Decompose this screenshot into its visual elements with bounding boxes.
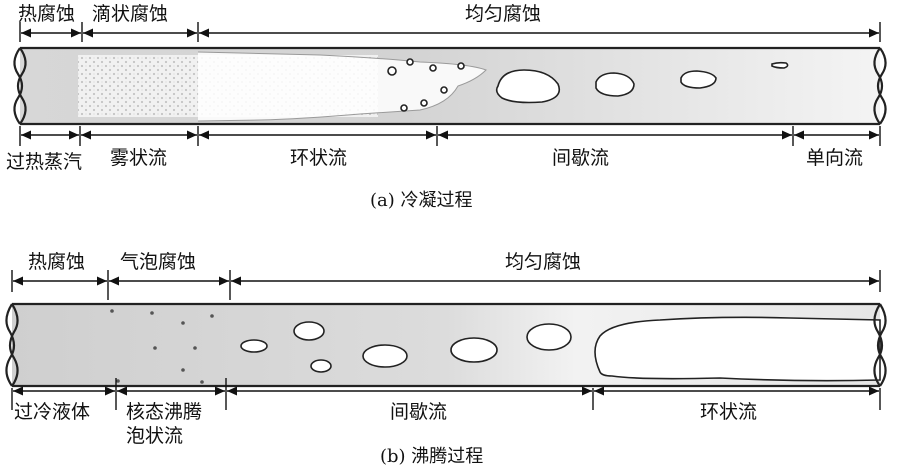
condensation-single-phase-flow-label: 单向流 [806,147,863,169]
boiling-panel: 热腐蚀 气泡腐蚀 均匀腐蚀 [5,251,887,467]
condensation-superheated-vapor-label: 过热蒸汽 [6,151,82,173]
boiling-bubbly-flow-label: 泡状流 [126,425,183,447]
boiling-caption: (b) 沸腾过程 [380,446,483,467]
condensation-intermittent-flow-label: 间歇流 [552,147,609,169]
boiling-flow-dimension [11,378,881,410]
boiling-corrosion-dimension [11,270,881,300]
boiling-bubble-corrosion-label: 气泡腐蚀 [120,251,196,273]
boiling-pipe [5,302,887,388]
boiling-nucleate-boiling-label: 核态沸腾 [126,401,202,423]
boiling-annular-vapor-core [594,316,881,382]
condensation-droplet-corrosion-label: 滴状腐蚀 [92,3,168,25]
condensation-caption: (a) 冷凝过程 [370,190,473,211]
boiling-annular-flow-label: 环状流 [700,401,757,423]
boiling-uniform-corrosion-label: 均匀腐蚀 [505,251,581,273]
condensation-flow-dimension [19,126,881,146]
boiling-intermittent-flow-label: 间歇流 [390,401,447,423]
condensation-hot-corrosion-label: 热腐蚀 [18,3,75,25]
condensation-pipe [13,46,887,126]
condensation-corrosion-dimension [19,22,881,42]
condensation-annular-flow-label: 环状流 [290,147,347,169]
condensation-panel: 热腐蚀 滴状腐蚀 均匀腐蚀 [6,3,887,211]
condensation-uniform-corrosion-label: 均匀腐蚀 [465,3,541,25]
condensation-mist-flow-label: 雾状流 [110,147,167,169]
boiling-subcooled-liquid-label: 过冷液体 [14,401,90,423]
boiling-hot-corrosion-label: 热腐蚀 [28,251,85,273]
boiling-slug-bubble [526,323,572,351]
condensation-slug-bubble [495,69,561,104]
